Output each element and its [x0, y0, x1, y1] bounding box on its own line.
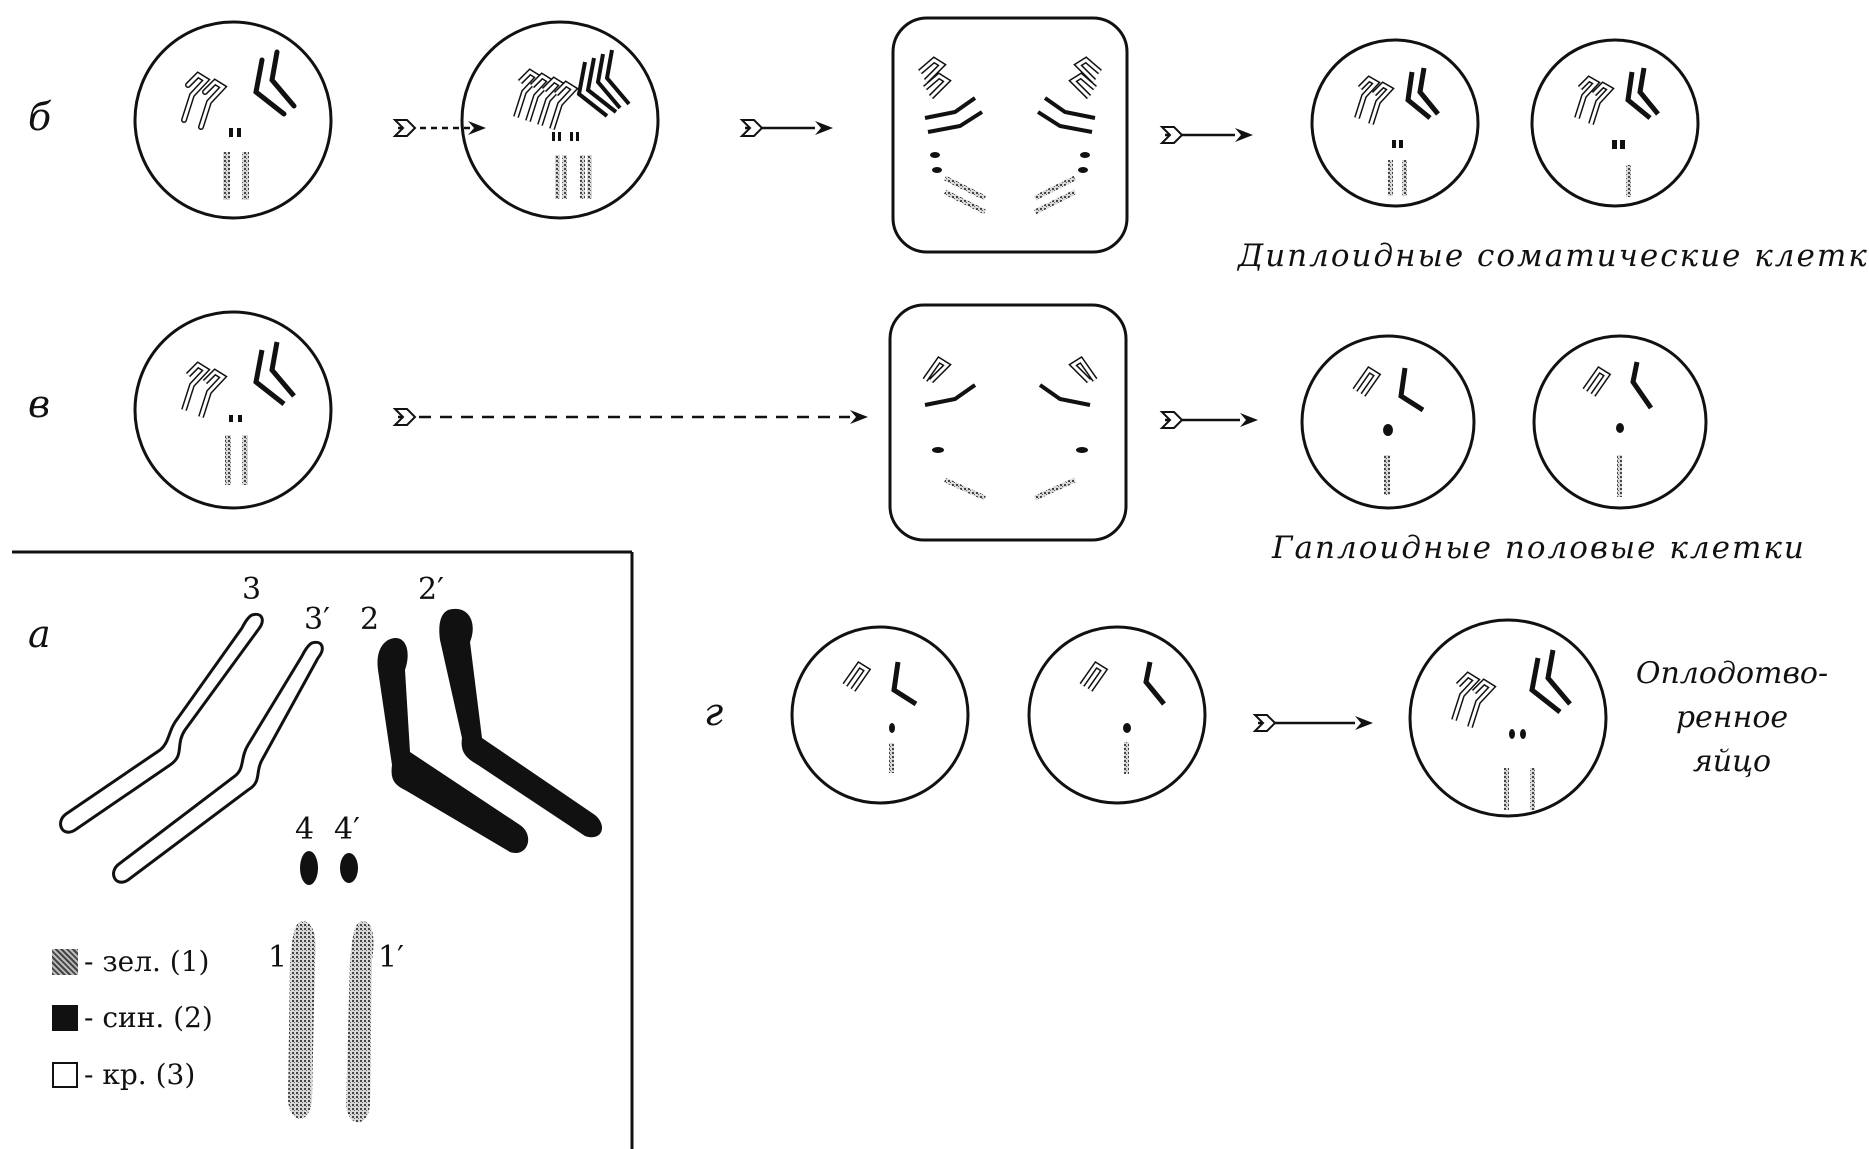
cell-g2 — [1027, 625, 1207, 805]
legend-item-red: - кр. (3) — [52, 1058, 195, 1091]
panel-a — [12, 550, 634, 1149]
chromosome-1-prime — [346, 921, 374, 1123]
row-label-v: в — [28, 382, 51, 426]
arrow-b1 — [394, 119, 486, 137]
caption-diploid: Диплоидные соматические клетки — [1238, 238, 1869, 274]
arrow-v2 — [1161, 411, 1258, 429]
egg-line-3: яйцо — [1692, 744, 1772, 779]
row-g-cells — [790, 618, 1608, 818]
black-swatch-icon — [52, 1004, 78, 1031]
cell-v3 — [1300, 334, 1476, 510]
cell-v1 — [133, 310, 333, 510]
chromosome-number-3: 3 — [242, 572, 262, 607]
chromosome-2 — [377, 638, 529, 853]
chromosome-number-1: 1 — [268, 940, 288, 975]
caption-haploid: Гаплоидные половые клетки — [1272, 530, 1806, 566]
row-label-g: г — [704, 690, 724, 734]
chromosome-3-prime — [112, 640, 324, 884]
legend-blue-label: - син. (2) — [84, 1001, 213, 1034]
caption-fertilized-egg: Оплодотво- ренное яйцо — [1632, 652, 1832, 784]
chromosome-number-2: 2 — [360, 602, 380, 637]
legend-item-blue: - син. (2) — [52, 1001, 213, 1034]
cell-b5 — [1530, 38, 1700, 208]
egg-line-2: ренное — [1675, 700, 1789, 735]
chromosome-number-1-prime: 1′ — [378, 940, 404, 975]
cell-b1 — [133, 20, 333, 220]
legend-green-label: - зел. (1) — [84, 945, 210, 978]
cell-b4 — [1310, 38, 1480, 208]
panel-label-a: а — [28, 612, 51, 656]
row-label-b: б — [28, 95, 52, 139]
chromosome-2-prime — [439, 608, 603, 838]
chromosome-number-3-prime: 3′ — [304, 602, 330, 637]
cell-b2 — [460, 20, 660, 220]
arrow-g1 — [1254, 714, 1373, 732]
chromosome-number-2-prime: 2′ — [418, 572, 444, 607]
chromosome-number-4-prime: 4′ — [334, 812, 360, 847]
row-v-cells — [133, 303, 1708, 542]
chromosome-number-4: 4 — [295, 812, 315, 847]
chromosome-4 — [300, 851, 318, 885]
legend-item-green: - зел. (1) — [52, 945, 209, 978]
row-b-cells — [133, 16, 1700, 254]
arrow-v1 — [394, 408, 868, 426]
green-stipple-swatch-icon — [52, 948, 78, 975]
cell-g1 — [790, 625, 970, 805]
cell-v4 — [1532, 334, 1708, 510]
cell-b3 — [891, 16, 1129, 254]
egg-line-1: Оплодотво- — [1635, 656, 1829, 691]
arrow-b2 — [741, 119, 833, 137]
chromosome-1 — [288, 921, 316, 1119]
chromosome-4-prime — [340, 853, 358, 883]
arrow-b3 — [1161, 126, 1253, 144]
chromosome-3 — [59, 612, 264, 834]
white-swatch-icon — [52, 1061, 78, 1088]
cell-v2 — [888, 303, 1128, 542]
cell-g3-fertilized — [1408, 618, 1608, 818]
legend-red-label: - кр. (3) — [84, 1058, 196, 1091]
